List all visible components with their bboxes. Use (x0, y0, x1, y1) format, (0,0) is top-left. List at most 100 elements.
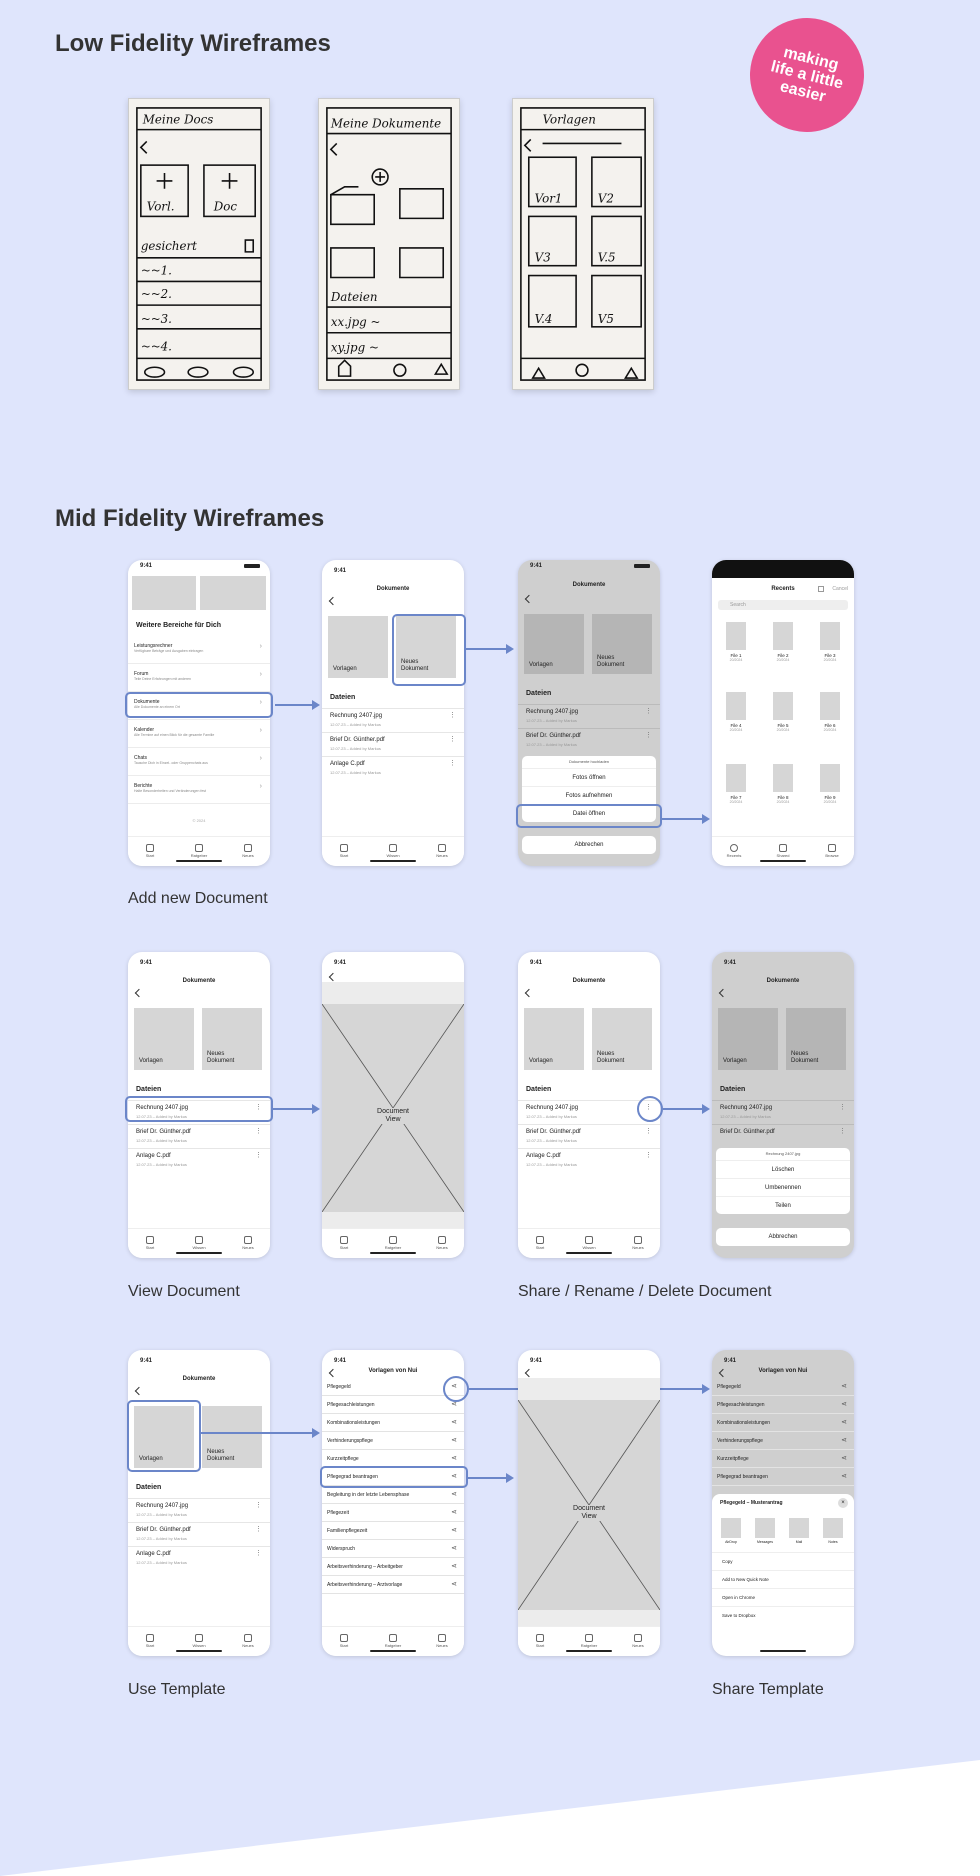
close-icon[interactable]: × (838, 1498, 848, 1508)
more-icon[interactable]: ⋮ (255, 1152, 262, 1159)
tab-neues[interactable]: Neues (422, 1634, 462, 1648)
tab-neues[interactable]: Neues (228, 844, 268, 858)
tab-start[interactable]: Start (324, 844, 364, 858)
more-icon[interactable]: ⋮ (449, 736, 456, 743)
share-icon[interactable]: ⋖ (451, 1401, 457, 1408)
template-row[interactable]: Begleitung in der letzte Lebensphase⋖ (322, 1486, 464, 1504)
cancel-button[interactable]: Abbrechen (716, 1228, 850, 1246)
more-icon[interactable]: ⋮ (839, 1128, 846, 1135)
template-row[interactable]: Pflegezeit⋖ (322, 1504, 464, 1522)
tile-vorlagen[interactable]: Vorlagen (134, 1008, 194, 1070)
cancel-button[interactable]: Abbrechen (522, 836, 656, 854)
option-teilen[interactable]: Teilen (716, 1196, 850, 1214)
template-row[interactable]: Pflegegeld⋖ (712, 1378, 854, 1396)
share-icon[interactable]: ⋖ (451, 1491, 457, 1498)
picker-cancel[interactable]: Cancel (832, 586, 848, 592)
back-icon[interactable] (134, 1386, 144, 1396)
tab-start[interactable]: Start (520, 1236, 560, 1250)
more-icon[interactable]: ⋮ (645, 732, 652, 739)
tab-browse[interactable]: Browse (812, 844, 852, 858)
tab-wissen[interactable]: Wissen (179, 1634, 219, 1648)
grid-icon[interactable] (818, 586, 824, 592)
picker-search[interactable]: Search (718, 600, 848, 610)
template-row[interactable]: Pflegegrad beantragen⋖ (712, 1468, 854, 1486)
more-icon[interactable]: ⋮ (839, 1104, 846, 1111)
share-icon[interactable]: ⋖ (451, 1509, 457, 1516)
template-row[interactable]: Pflegesachleistungen⋖ (322, 1396, 464, 1414)
tab-start[interactable]: Start (130, 1236, 170, 1250)
share-icon[interactable]: ⋖ (451, 1527, 457, 1534)
tile-vorlagen[interactable]: Vorlagen (718, 1008, 778, 1070)
share-app[interactable]: Notes (818, 1518, 848, 1544)
tab-ratgeber[interactable]: Ratgeber (373, 1236, 413, 1250)
more-icon[interactable]: ⋮ (645, 1152, 652, 1159)
template-row[interactable]: Kurzzeitpflege⋖ (712, 1450, 854, 1468)
more-icon[interactable]: ⋮ (255, 1502, 262, 1509)
more-icon[interactable]: ⋮ (255, 1550, 262, 1557)
option-fotos-aufnehmen[interactable]: Fotos aufnehmen (522, 786, 656, 804)
template-row[interactable]: Kombinationsleistungen⋖ (712, 1414, 854, 1432)
share-icon[interactable]: ⋖ (451, 1455, 457, 1462)
tab-neues[interactable]: Neues (228, 1634, 268, 1648)
tile-vorlagen[interactable]: Vorlagen (524, 1008, 584, 1070)
more-icon[interactable]: ⋮ (449, 712, 456, 719)
back-icon[interactable] (524, 594, 534, 604)
tile-vorlagen[interactable]: Vorlagen (328, 616, 388, 678)
share-icon[interactable]: ⋖ (841, 1383, 847, 1390)
tab-shared[interactable]: Shared (763, 844, 803, 858)
back-icon[interactable] (328, 972, 338, 982)
tab-wissen[interactable]: Wissen (569, 1236, 609, 1250)
tile-neues-dokument[interactable]: Neues Dokument (592, 614, 652, 674)
share-icon[interactable]: ⋖ (451, 1419, 457, 1426)
more-icon[interactable]: ⋮ (645, 1128, 652, 1135)
share-icon[interactable]: ⋖ (451, 1563, 457, 1570)
tab-neues[interactable]: Neues (618, 1634, 658, 1648)
tab-wissen[interactable]: Wissen (179, 1236, 219, 1250)
more-icon[interactable]: ⋮ (255, 1128, 262, 1135)
tab-neues[interactable]: Neues (422, 844, 462, 858)
share-icon[interactable]: ⋖ (451, 1545, 457, 1552)
action-copy[interactable]: Copy (712, 1552, 854, 1570)
template-row[interactable]: Arbeitsverhinderung – Arztvorlage⋖ (322, 1576, 464, 1594)
template-row[interactable]: Pflegegrad beantragen⋖ (322, 1468, 464, 1486)
action-quick-note[interactable]: Add to New Quick Note (712, 1570, 854, 1588)
file-row[interactable]: Brief Dr. Günther.pdf⋮ (712, 1124, 854, 1146)
option-fotos-oeffnen[interactable]: Fotos öffnen (522, 768, 656, 786)
back-icon[interactable] (134, 988, 144, 998)
tab-neues[interactable]: Neues (422, 1236, 462, 1250)
tile-neues-dokument[interactable]: Neues Dokument (396, 616, 456, 678)
more-icon[interactable]: ⋮ (449, 760, 456, 767)
tab-wissen[interactable]: Wissen (373, 844, 413, 858)
tile-vorlagen[interactable]: Vorlagen (134, 1406, 194, 1468)
action-save-dropbox[interactable]: Save to Dropbox (712, 1606, 854, 1624)
tab-start[interactable]: Start (130, 844, 170, 858)
option-loeschen[interactable]: Löschen (716, 1160, 850, 1178)
back-icon[interactable] (524, 988, 534, 998)
template-row[interactable]: Arbeitsverhinderung – Arbeitgeber⋖ (322, 1558, 464, 1576)
template-row[interactable]: Kombinationsleistungen⋖ (322, 1414, 464, 1432)
tab-start[interactable]: Start (520, 1634, 560, 1648)
share-icon[interactable]: ⋖ (841, 1455, 847, 1462)
share-icon[interactable]: ⋖ (841, 1437, 847, 1444)
template-row[interactable]: Verhinderungspflege⋖ (322, 1432, 464, 1450)
back-icon[interactable] (718, 988, 728, 998)
